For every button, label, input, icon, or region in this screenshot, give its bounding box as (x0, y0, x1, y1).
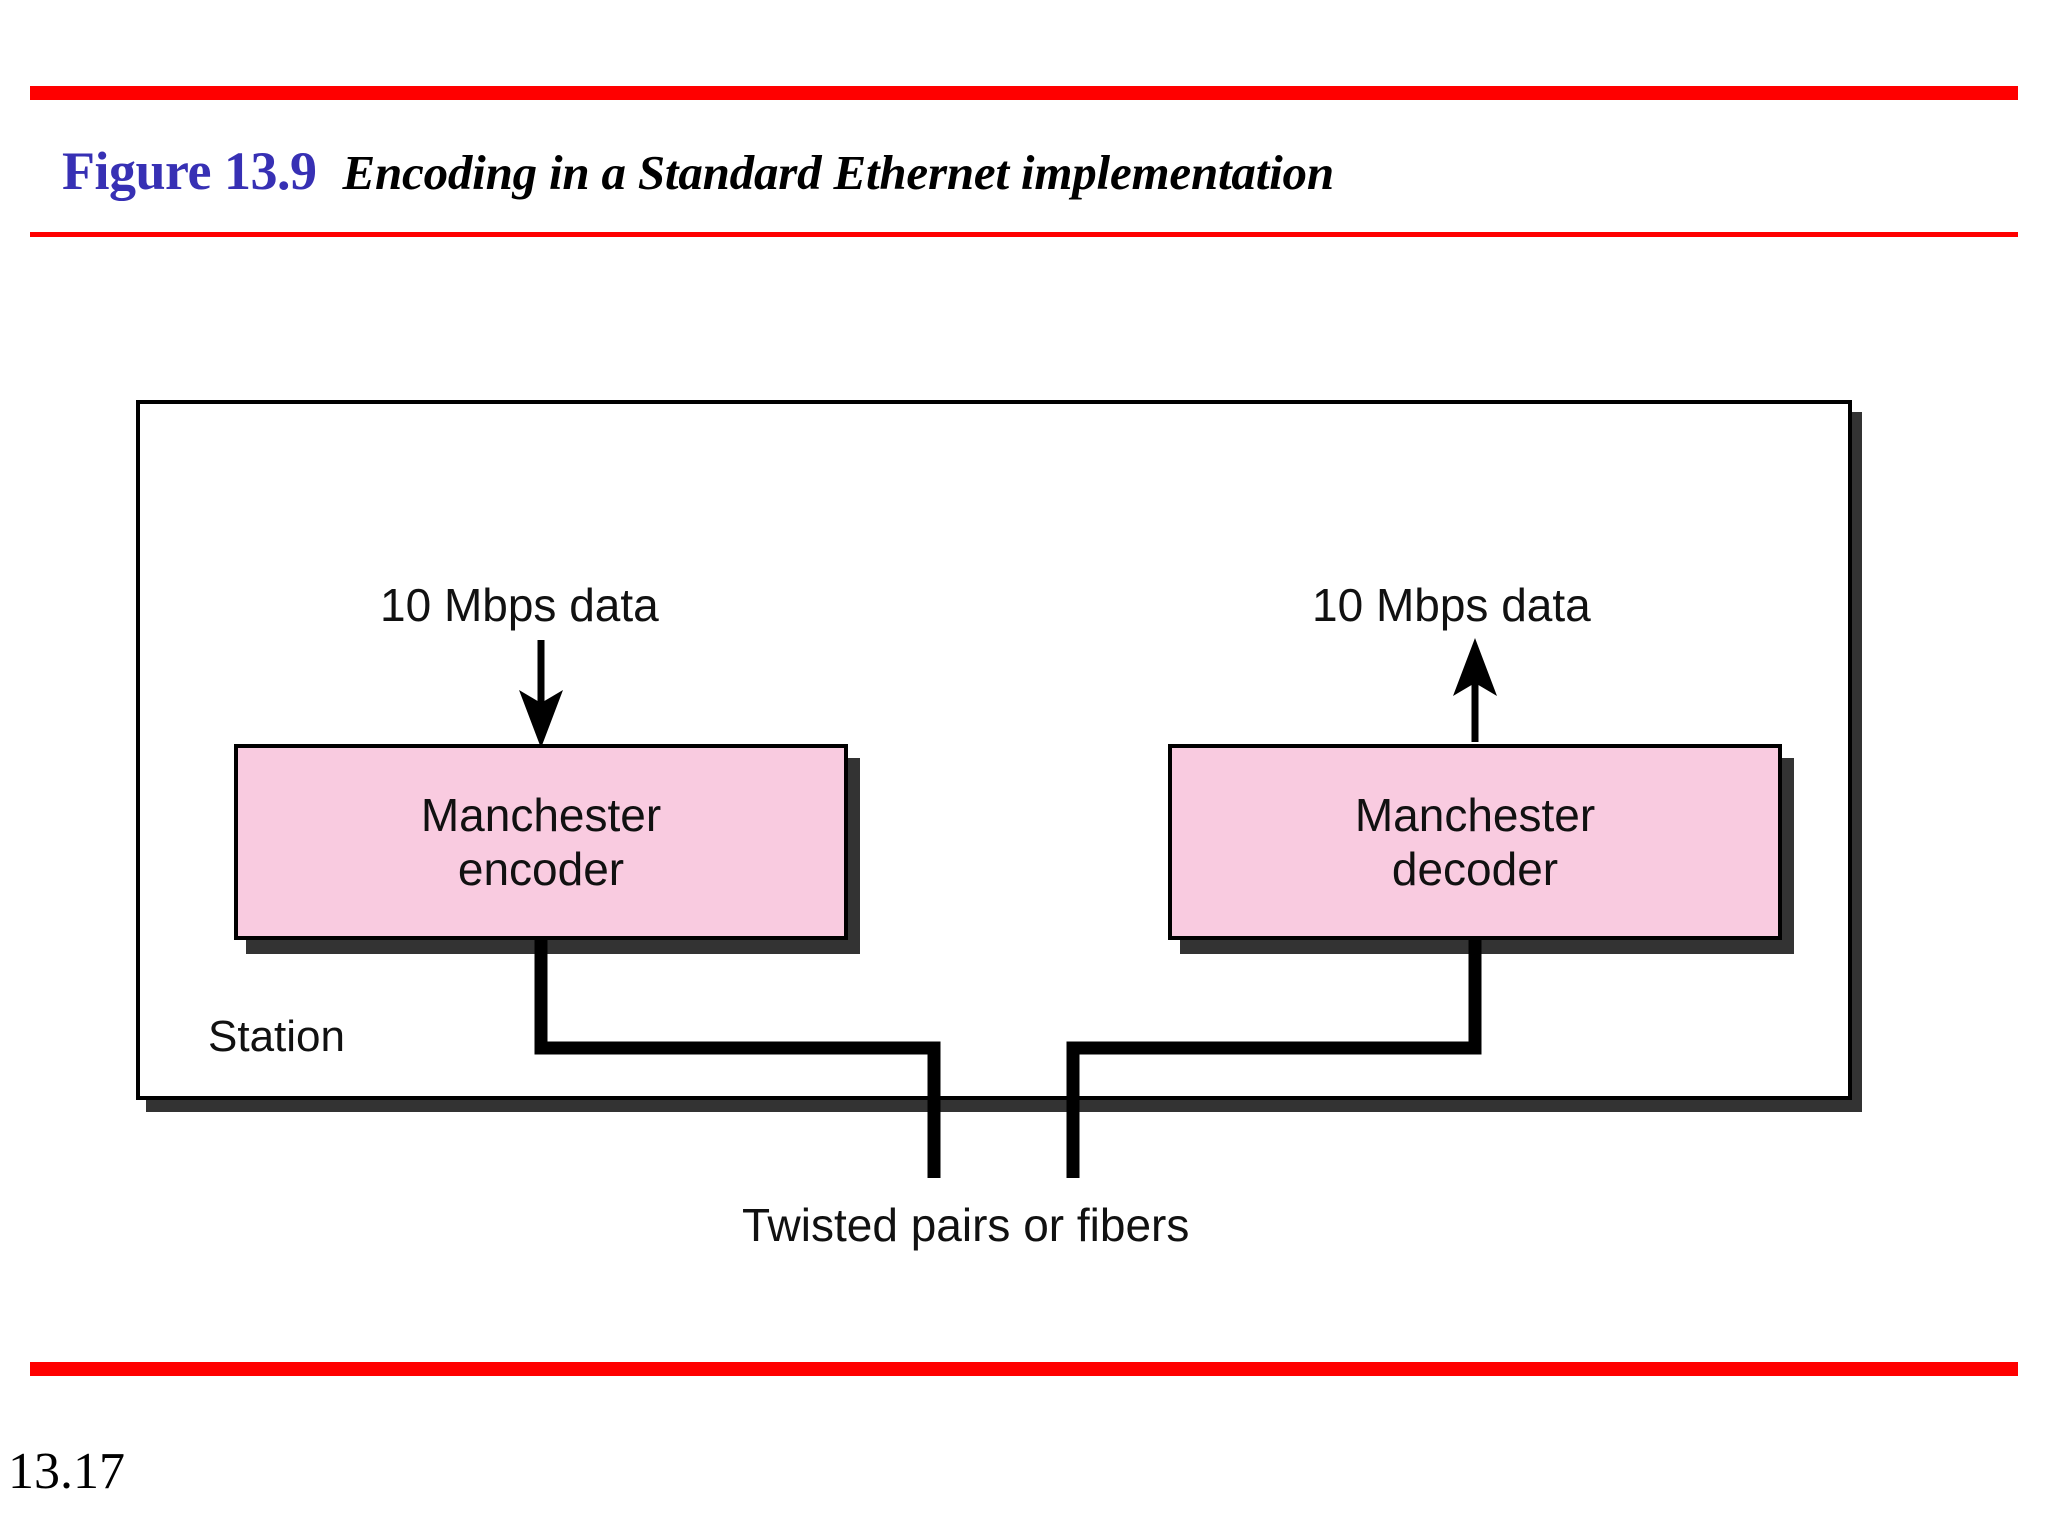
input-rate-label: 10 Mbps data (380, 579, 659, 631)
top-accent-rule (30, 86, 2018, 100)
figure-number: Figure 13.9 (62, 141, 317, 201)
decoder-label-line1: Manchester (1354, 788, 1596, 841)
title-divider-rule (30, 232, 2018, 237)
encoder-cable (534, 940, 941, 1178)
bottom-accent-rule (30, 1362, 2018, 1376)
decoder-label-line2: decoder (1391, 843, 1559, 895)
manchester-decoder-block: Manchester decoder (1168, 744, 1782, 940)
station-label: Station (208, 1012, 345, 1061)
output-arrow-up (1453, 638, 1497, 742)
output-rate-label: 10 Mbps data (1312, 579, 1591, 631)
page-title: Figure 13.9 Encoding in a Standard Ether… (62, 140, 1334, 212)
page-number: 13.17 (8, 1443, 125, 1500)
encoder-label-line2: encoder (457, 843, 625, 895)
manchester-encoder-block: Manchester encoder (234, 744, 848, 940)
medium-label: Twisted pairs or fibers (742, 1199, 1190, 1251)
input-arrow-down (519, 640, 563, 748)
figure-caption: Encoding in a Standard Ethernet implemen… (342, 145, 1334, 200)
decoder-cable (1066, 940, 1482, 1178)
encoder-label-line1: Manchester (420, 788, 662, 841)
